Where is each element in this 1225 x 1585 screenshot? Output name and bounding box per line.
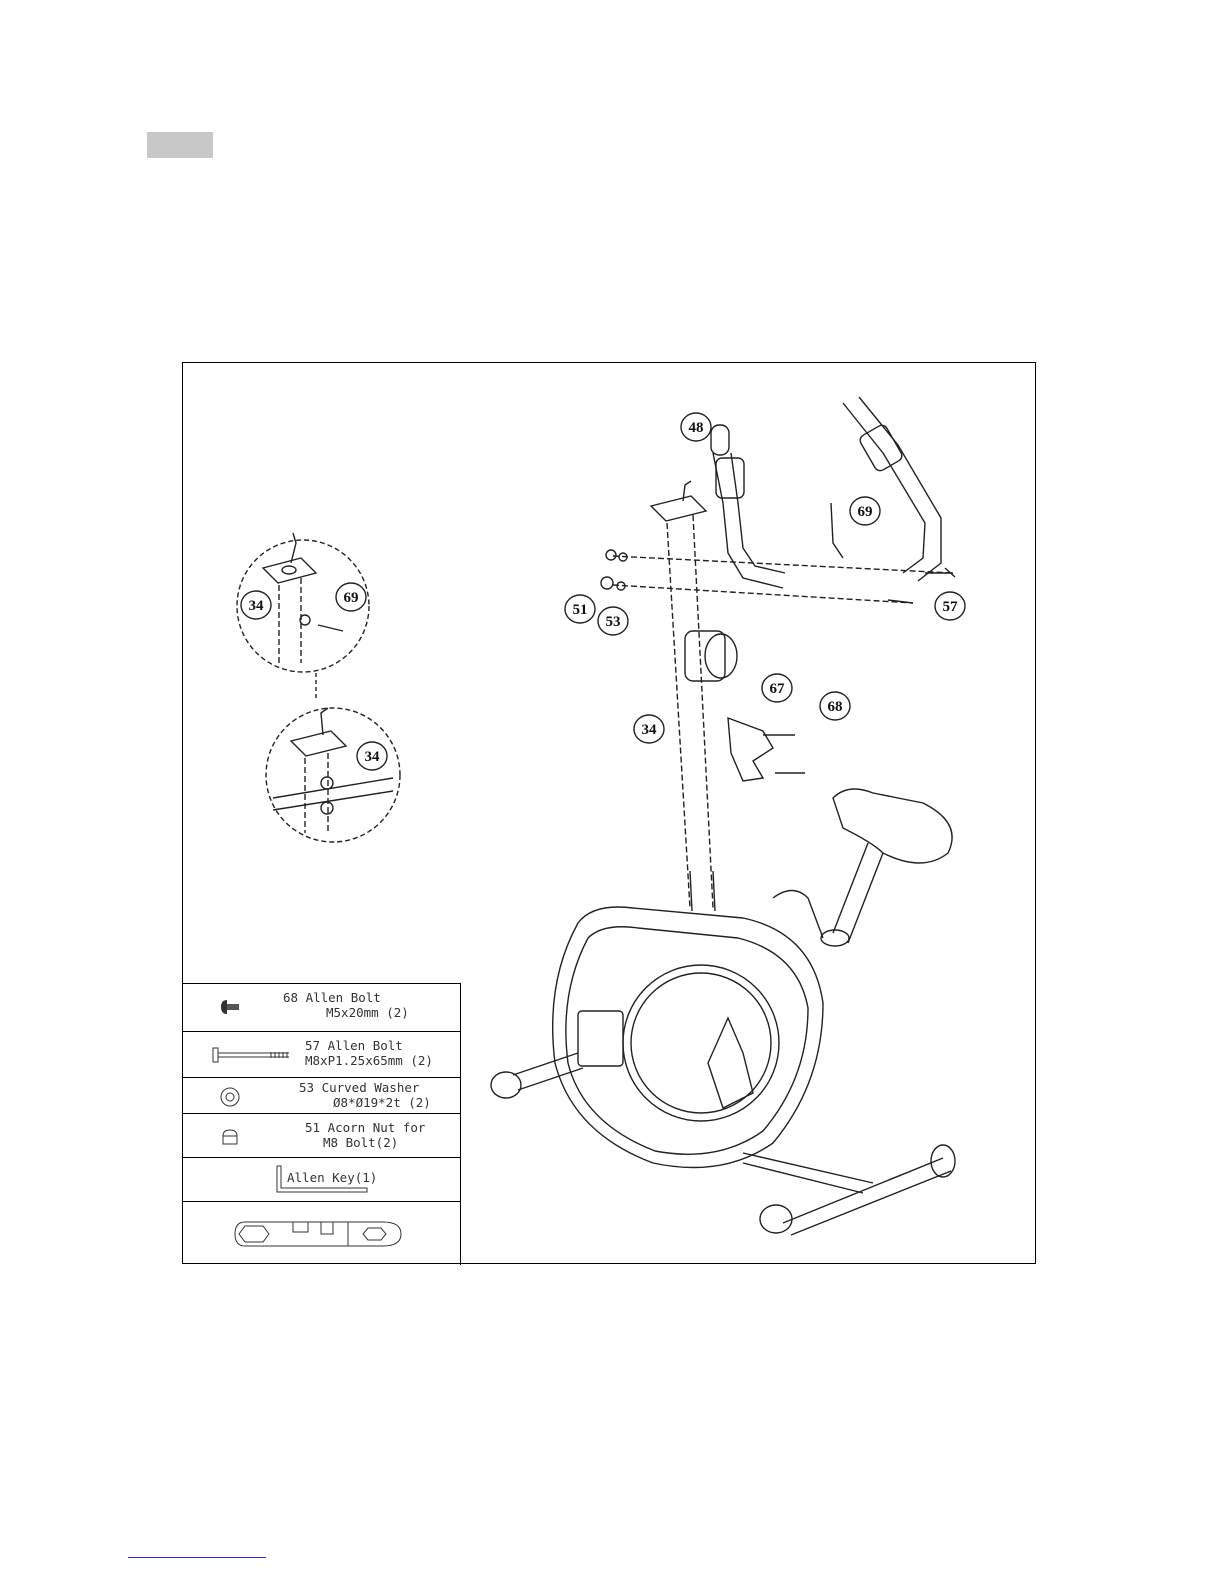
acorn-nut-icon <box>221 1128 239 1146</box>
callout-69: 69 <box>858 504 873 520</box>
upright-post-drawing <box>651 481 737 911</box>
handlebar-drawing <box>613 397 953 603</box>
long-bolt-icon <box>211 1046 291 1064</box>
detail-callout-69: 69 <box>344 590 359 606</box>
spanner-icon <box>233 1214 433 1254</box>
console-bracket-drawing <box>728 718 805 781</box>
part-68-size: M5x20mm (2) <box>326 1006 409 1020</box>
part-53-name: 53 Curved Washer <box>299 1081 419 1095</box>
parts-row-68: 68 Allen Bolt M5x20mm (2) <box>183 984 460 1032</box>
assembly-diagram-frame: 48 69 51 53 57 67 68 34 34 69 34 68 Alle… <box>182 362 1036 1264</box>
part-51-size: M8 Bolt(2) <box>323 1136 398 1150</box>
step-label-box <box>147 132 213 158</box>
parts-row-spanner <box>183 1202 460 1266</box>
detail-callout-34-top: 34 <box>249 598 265 614</box>
allen-key-label: Allen Key(1) <box>287 1171 377 1185</box>
part-53-size: Ø8*Ø19*2t (2) <box>333 1096 431 1110</box>
callout-51: 51 <box>573 602 588 618</box>
detail-view-bottom <box>266 708 400 842</box>
callout-53: 53 <box>606 614 621 630</box>
callout-57: 57 <box>943 599 959 615</box>
part-51-name: 51 Acorn Nut for <box>305 1121 425 1135</box>
button-head-bolt-icon <box>219 998 243 1016</box>
seat-drawing <box>821 789 952 946</box>
part-57-size: M8xP1.25x65mm (2) <box>305 1054 433 1068</box>
parts-row-allen-key: Allen Key(1) <box>183 1158 460 1202</box>
detail-callout-34-bottom: 34 <box>365 749 381 765</box>
part-68-name: 68 Allen Bolt <box>283 991 381 1005</box>
parts-list-table: 68 Allen Bolt M5x20mm (2) 57 Allen Bolt … <box>183 983 461 1265</box>
part-57-name: 57 Allen Bolt <box>305 1039 403 1053</box>
parts-row-53: 53 Curved Washer Ø8*Ø19*2t (2) <box>183 1078 460 1114</box>
parts-row-51: 51 Acorn Nut for M8 Bolt(2) <box>183 1114 460 1158</box>
washer-icon <box>219 1086 241 1108</box>
footer-link-underline[interactable] <box>128 1557 266 1558</box>
parts-row-57: 57 Allen Bolt M8xP1.25x65mm (2) <box>183 1032 460 1078</box>
callout-68: 68 <box>828 699 843 715</box>
flywheel-housing-drawing <box>553 891 823 1168</box>
callout-34: 34 <box>642 722 658 738</box>
callout-67: 67 <box>770 681 786 697</box>
callout-48: 48 <box>689 420 704 436</box>
